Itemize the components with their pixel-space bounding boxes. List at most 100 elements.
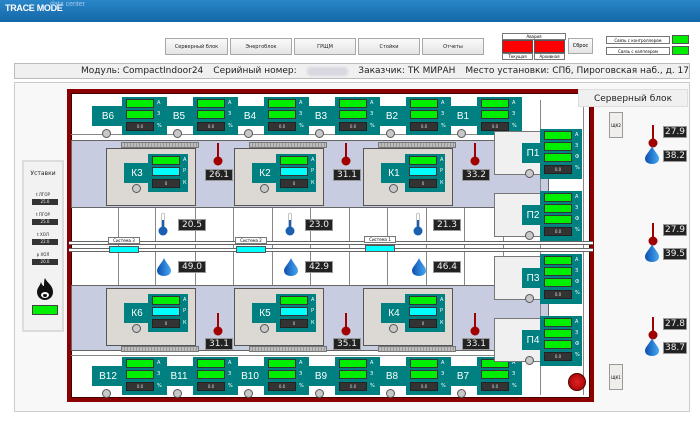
unit-name[interactable]: В8 xyxy=(376,366,408,386)
alarm-current-indicator[interactable] xyxy=(502,40,533,53)
speed-value: 0.0 xyxy=(410,382,438,391)
thermometer-icon xyxy=(470,312,480,336)
ac-alarm-indicator xyxy=(280,296,308,305)
p-unit-name[interactable]: П3 xyxy=(522,268,544,288)
pipe xyxy=(69,241,593,245)
nav-server-block-button[interactable]: Серверный блок xyxy=(165,38,228,55)
hot-aisle-temp: 35.1 xyxy=(333,338,361,350)
grid-line xyxy=(540,100,541,395)
unit-name[interactable]: В2 xyxy=(376,106,408,126)
setting-value[interactable]: 20.0 xyxy=(32,259,58,265)
thermometer-icon xyxy=(470,142,480,166)
alarm-indicator xyxy=(410,359,438,368)
unit-name[interactable]: В3 xyxy=(305,106,337,126)
letter-z: З xyxy=(157,111,161,117)
status-indicator xyxy=(197,110,225,119)
status-indicator xyxy=(126,110,154,119)
alarm-reset-button[interactable]: Сброс xyxy=(568,38,593,54)
system-3-indicator[interactable] xyxy=(109,246,139,253)
p-unit-name[interactable]: П4 xyxy=(522,330,544,350)
emergency-stop-button[interactable] xyxy=(568,373,586,391)
letter-k: К xyxy=(311,320,315,326)
controller-connection-label: Связь с контроллером xyxy=(606,36,670,44)
thermometer-cold-icon xyxy=(413,212,423,236)
customer-info: Заказчик: ТК МИРАН xyxy=(358,66,456,76)
unit-name[interactable]: В4 xyxy=(234,106,266,126)
logo-sub: data center xyxy=(50,1,86,8)
system-1-label: Система 1 xyxy=(364,236,396,243)
hot-aisle-temp: 33.2 xyxy=(462,169,490,181)
letter-p: Р xyxy=(183,168,187,174)
nav-power-block-button[interactable]: Энергоблок xyxy=(230,38,292,55)
cold-aisle-temp: 21.3 xyxy=(433,219,461,231)
ac-mode-indicator xyxy=(280,307,308,316)
ac-name[interactable]: К6 xyxy=(124,303,150,323)
ac-alarm-indicator xyxy=(152,156,180,165)
setting-value[interactable]: 25.0 xyxy=(32,219,58,225)
shield-shk1[interactable]: ЩК1 xyxy=(609,364,623,390)
settings-title: Уставки xyxy=(30,170,56,177)
p-unit-name[interactable]: П2 xyxy=(522,205,544,225)
cold-aisle-temp: 20.5 xyxy=(178,219,206,231)
letter-a: А xyxy=(183,297,187,303)
unit-name[interactable]: В5 xyxy=(163,106,195,126)
system-2-indicator[interactable] xyxy=(236,246,266,253)
speed-value: 0.0 xyxy=(126,382,154,391)
nav-grshm-button[interactable]: ГРЩМ xyxy=(294,38,356,55)
ac-vent xyxy=(249,142,327,148)
letter-pct: % xyxy=(575,352,580,358)
unit-name[interactable]: В9 xyxy=(305,366,337,386)
nav-reports-button[interactable]: Отчеты xyxy=(422,38,484,55)
p-phase-indicator xyxy=(544,153,572,162)
grid-line xyxy=(272,208,273,285)
ac-status-lamp xyxy=(389,324,398,333)
status-lamp xyxy=(386,129,395,138)
module-info: Модуль: CompactIndoor24 xyxy=(81,66,204,76)
ac-alarm-indicator xyxy=(409,156,437,165)
alarm-archive-indicator[interactable] xyxy=(534,40,565,53)
ac-name[interactable]: К2 xyxy=(252,163,278,183)
unit-name[interactable]: В10 xyxy=(234,366,266,386)
letter-a: А xyxy=(157,100,161,106)
letter-pct: % xyxy=(512,383,517,389)
status-indicator xyxy=(126,370,154,379)
unit-name[interactable]: В12 xyxy=(92,366,124,386)
p-phase-indicator xyxy=(544,278,572,287)
ac-name[interactable]: К3 xyxy=(124,163,150,183)
letter-a: А xyxy=(228,360,232,366)
ac-vent xyxy=(121,346,199,352)
status-lamp xyxy=(315,389,324,398)
ac-value: 0 xyxy=(409,319,437,328)
ac-name[interactable]: К1 xyxy=(381,163,407,183)
p-unit-name[interactable]: П1 xyxy=(522,143,544,163)
unit-name[interactable]: В6 xyxy=(92,106,124,126)
unit-name[interactable]: В7 xyxy=(447,366,479,386)
ac-name[interactable]: К4 xyxy=(381,303,407,323)
thermometer-icon xyxy=(648,316,658,340)
unit-name[interactable]: В1 xyxy=(447,106,479,126)
ac-name[interactable]: К5 xyxy=(252,303,278,323)
status-lamp xyxy=(102,389,111,398)
nav-racks-button[interactable]: Стойки xyxy=(358,38,420,55)
setting-value[interactable]: 25.0 xyxy=(32,199,58,205)
setting-value[interactable]: 22.0 xyxy=(32,239,58,245)
letter-k: К xyxy=(183,320,187,326)
ac-value: 0 xyxy=(280,319,308,328)
shield-shk2[interactable]: ЩК2 xyxy=(609,112,623,138)
letter-k: К xyxy=(183,180,187,186)
unit-name[interactable]: В11 xyxy=(163,366,195,386)
hot-aisle-temp: 33.1 xyxy=(462,338,490,350)
letter-a: А xyxy=(512,100,516,106)
server-block-humidity: 38.7 xyxy=(663,342,687,354)
grid-line xyxy=(583,100,584,395)
fire-status-indicator xyxy=(32,305,58,315)
speed-value: 0.0 xyxy=(410,122,438,131)
controller-connection-indicator xyxy=(672,35,689,44)
p-alarm-indicator xyxy=(544,318,572,327)
p-status-lamp xyxy=(525,231,534,240)
system-1-indicator[interactable] xyxy=(365,245,395,252)
room-inner-wall xyxy=(590,95,593,397)
p-status-indicator xyxy=(544,267,572,276)
letter-a: А xyxy=(157,360,161,366)
alarm-indicator xyxy=(126,359,154,368)
